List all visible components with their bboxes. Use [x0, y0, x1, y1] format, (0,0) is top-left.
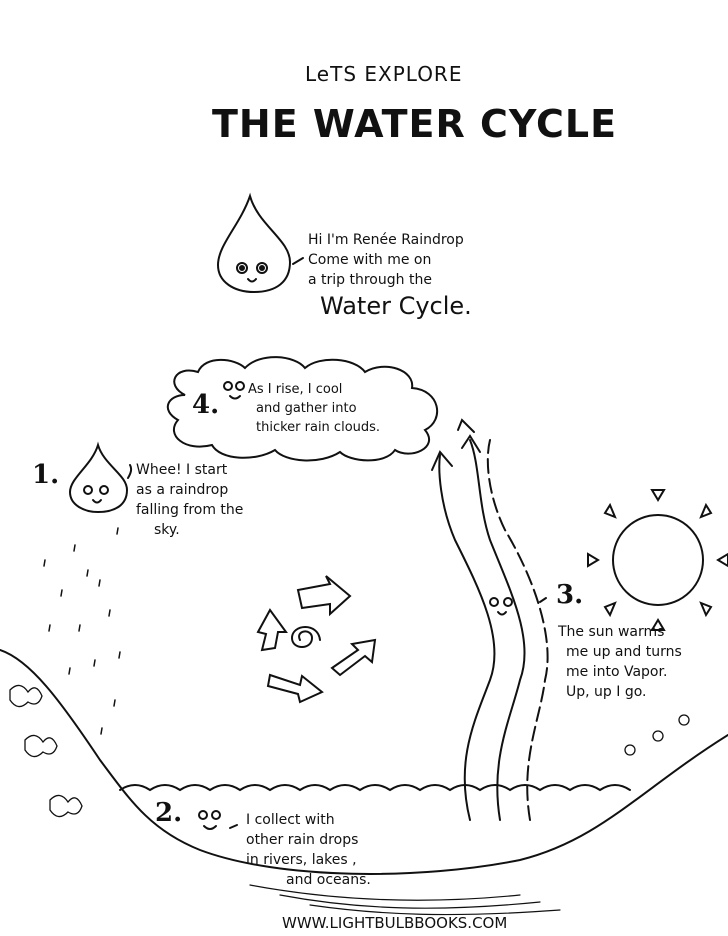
cycle-arrows-icon: [256, 575, 377, 704]
step-line: thicker rain clouds.: [256, 420, 381, 435]
step-line: other rain drops: [246, 832, 359, 848]
landscape: [0, 649, 728, 916]
step-line: The sun warms: [558, 624, 665, 640]
rain-cloud: [166, 356, 439, 462]
collected-raindrop-face: [198, 810, 238, 830]
intro-emphasis: Water Cycle.: [320, 292, 472, 320]
step-4-number: 4.: [192, 390, 220, 420]
falling-raindrop-character: [68, 441, 133, 514]
step-2-text: I collect with other rain drops in river…: [246, 810, 371, 890]
step-line: in rivers, lakes ,: [246, 852, 357, 868]
step-line: and gather into: [256, 401, 357, 416]
intro-line: Come with me on: [308, 252, 432, 268]
step-line: falling from the: [136, 502, 244, 518]
step-line: as a raindrop: [136, 482, 229, 498]
step-3-number: 3.: [556, 580, 584, 610]
intro-line: Hi I'm Renée Raindrop: [308, 232, 464, 248]
rising-vapor: [431, 418, 549, 821]
step-line: I collect with: [246, 812, 335, 828]
step-line: me up and turns: [566, 644, 682, 660]
step-line: and oceans.: [286, 872, 371, 888]
step-2-number: 2.: [155, 798, 183, 828]
intro-speech: Hi I'm Renée Raindrop Come with me on a …: [308, 230, 472, 322]
step-3-text: The sun warms me up and turns me into Va…: [558, 622, 682, 702]
sun-icon: [587, 489, 728, 631]
rain-drops: [43, 527, 121, 735]
step-line: As I rise, I cool: [248, 382, 343, 397]
step-line: Up, up I go.: [566, 684, 647, 700]
step-1-number: 1.: [32, 460, 60, 490]
step-4-text: As I rise, I cool and gather into thicke…: [248, 380, 380, 437]
subtitle: LeTS EXPLORE: [305, 62, 463, 86]
step-1-text: Whee! I start as a raindrop falling from…: [136, 460, 243, 540]
footer-url[interactable]: WWW.LIGHTBULBBOOKS.COM: [282, 914, 508, 932]
step-line: Whee! I start: [136, 462, 228, 478]
renee-raindrop-character: [216, 192, 304, 294]
intro-line: a trip through the: [308, 272, 432, 288]
step-line: sky.: [154, 522, 180, 538]
page-title: THE WATER CYCLE: [212, 102, 618, 146]
step-line: me into Vapor.: [566, 664, 668, 680]
